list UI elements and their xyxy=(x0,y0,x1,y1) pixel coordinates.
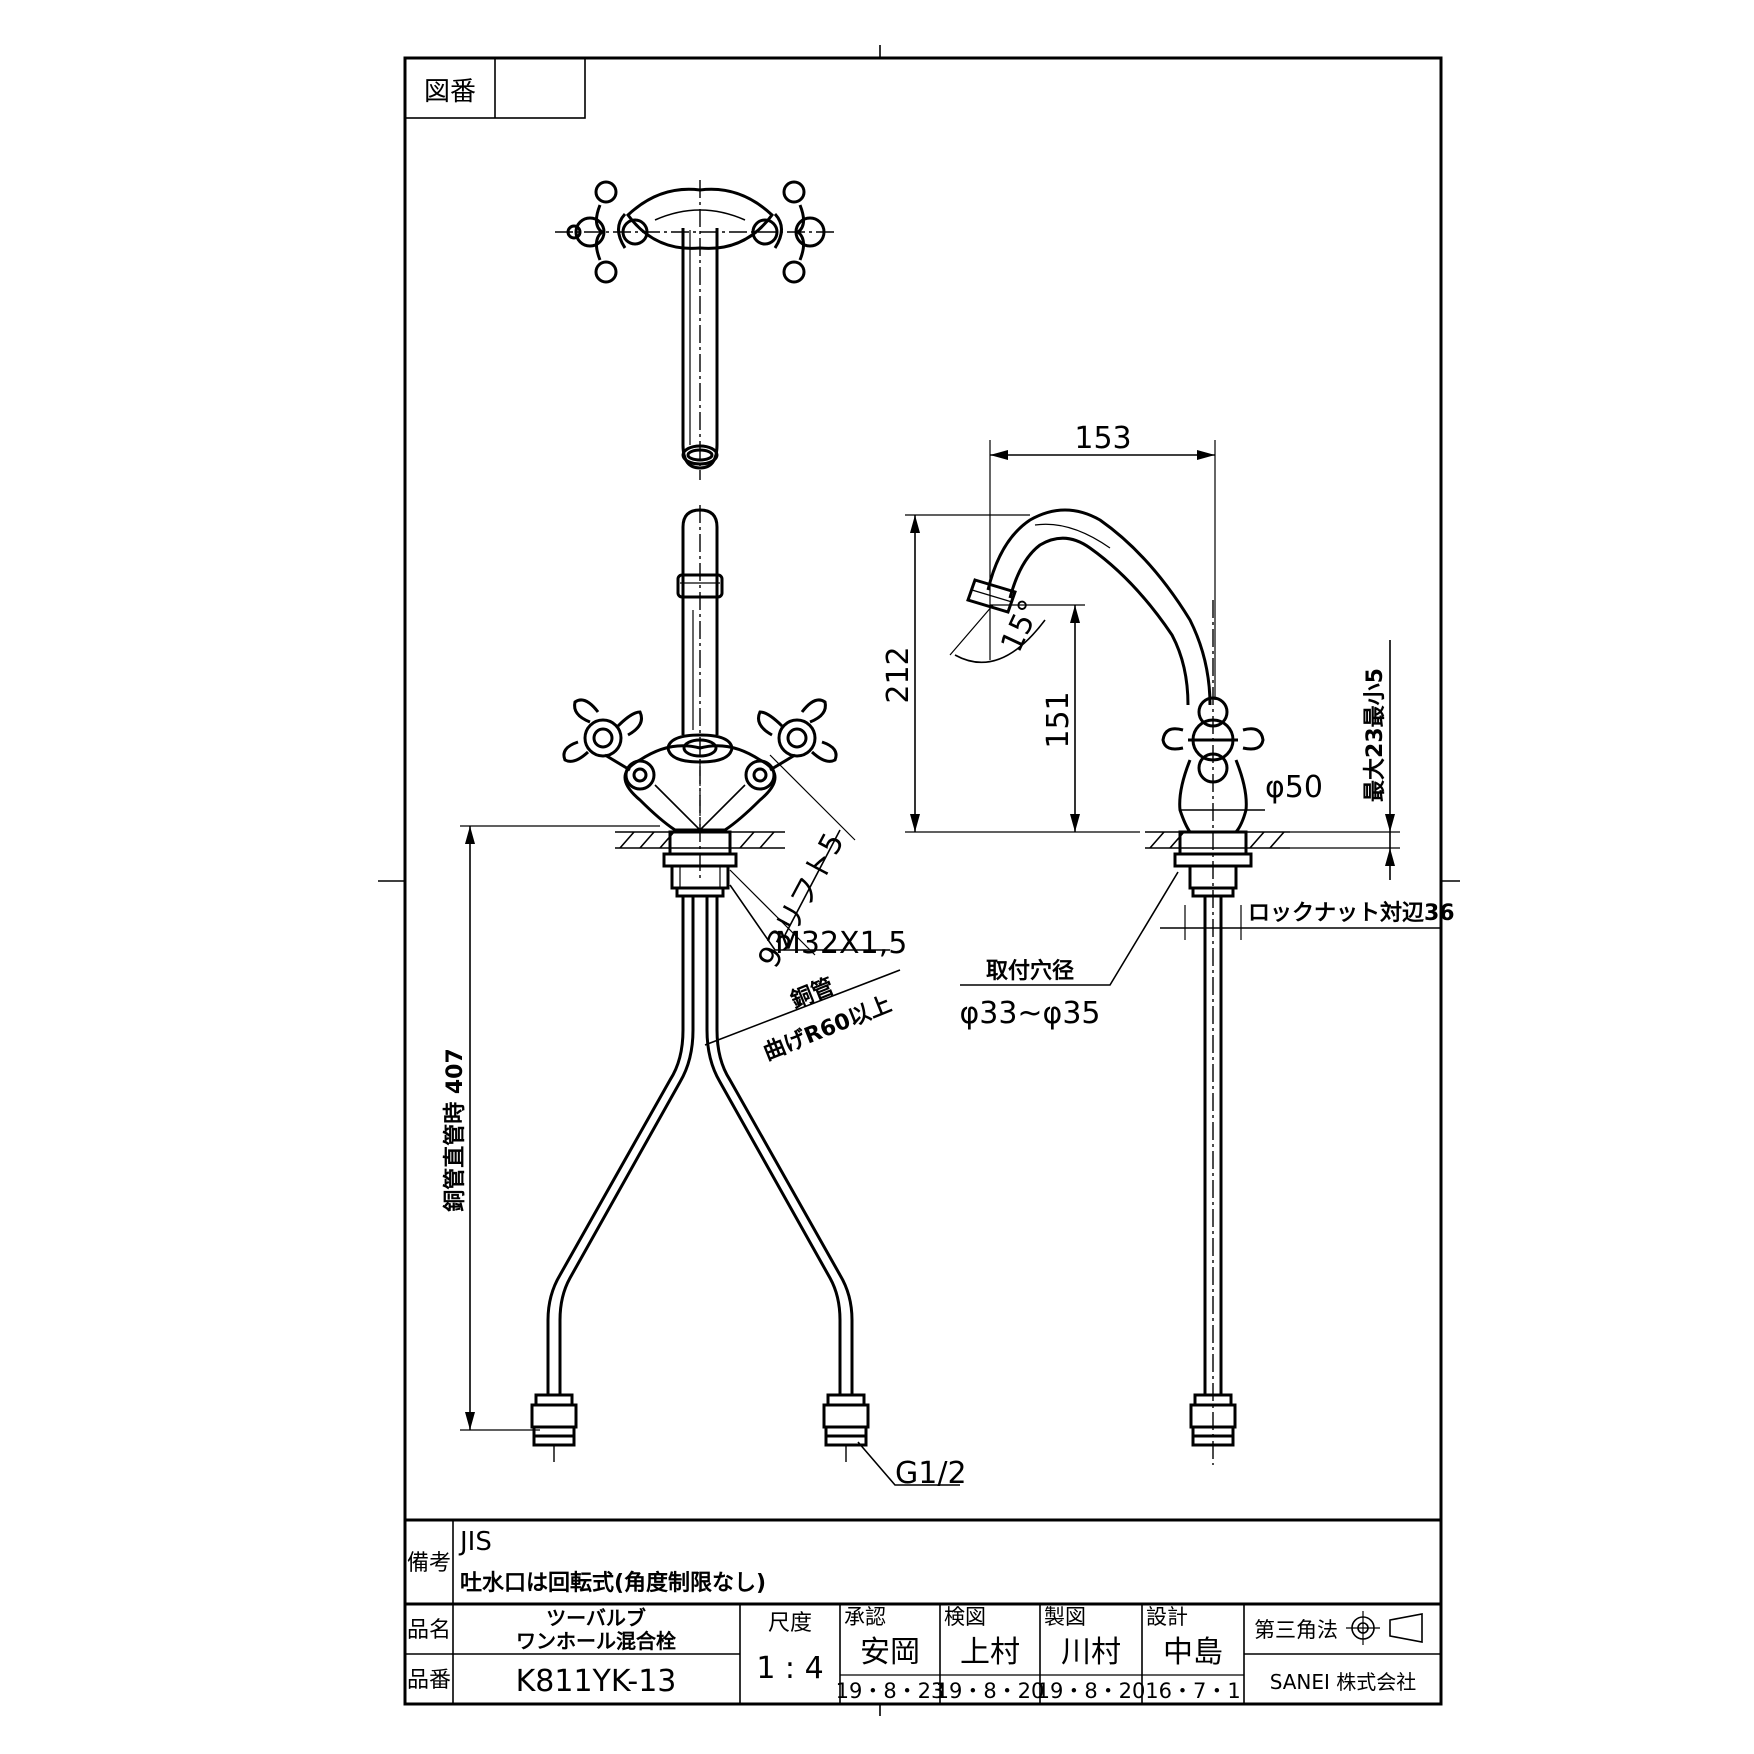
product-name-line-1: ツーバルブ xyxy=(546,1606,646,1630)
approved-label: 承認 xyxy=(844,1605,886,1629)
remarks-label: 備考 xyxy=(407,1551,451,1576)
checked-name: 上村 xyxy=(960,1635,1020,1670)
drawn-name: 川村 xyxy=(1061,1635,1121,1670)
locknut-dim: ロックナット対辺36 xyxy=(1248,901,1455,926)
drawing-number-label: 図番 xyxy=(424,77,476,107)
product-name-label: 品名 xyxy=(407,1618,451,1643)
connection-dim: G1/2 xyxy=(895,1456,967,1491)
company-name: SANEI 株式会社 xyxy=(1270,1670,1417,1694)
side-view-dimensions: 153 212 151 15° φ50 最大23最小5 ロックナット対辺36 取 xyxy=(881,421,1455,1031)
checked-date: 19・8・20 xyxy=(936,1679,1045,1703)
bend-radius-dim: 曲げR60以上 xyxy=(760,992,895,1066)
base-diameter-dim: φ50 xyxy=(1265,770,1323,805)
product-name-line-2: ワンホール混合栓 xyxy=(516,1629,676,1653)
drawn-date: 19・8・20 xyxy=(1037,1679,1146,1703)
part-number: K811YK-13 xyxy=(516,1664,677,1699)
outlet-height-dim: 151 xyxy=(1041,691,1076,748)
copper-pipe-label: 銅管 xyxy=(787,973,838,1014)
part-number-label: 品番 xyxy=(407,1668,451,1693)
drawn-label: 製図 xyxy=(1044,1605,1086,1629)
total-height-dim: 212 xyxy=(881,646,916,703)
checked-label: 検図 xyxy=(944,1605,986,1629)
designed-label: 設計 xyxy=(1146,1605,1188,1629)
remarks-block: 備考 JIS 吐水口は回転式(角度制限なし) xyxy=(405,1518,1441,1606)
title-block: 品名 ツーバルブ ワンホール混合栓 品番 K811YK-13 尺度 1 : 4 … xyxy=(405,1604,1441,1704)
drawing-number-box: 図番 xyxy=(404,57,586,119)
pipe-length-dim: 銅管直管時 407 xyxy=(442,1048,468,1212)
approved-name: 安岡 xyxy=(860,1635,920,1670)
remarks-line-1: JIS xyxy=(458,1527,492,1557)
spout-reach-dim: 153 xyxy=(1074,421,1131,456)
top-view xyxy=(555,180,835,480)
mounting-hole-label: 取付穴径 xyxy=(986,958,1074,984)
mounting-hole-dim: φ33~φ35 xyxy=(959,996,1100,1031)
thickness-dim: 最大23最小5 xyxy=(1363,668,1388,802)
scale-label: 尺度 xyxy=(768,1611,812,1636)
projection-label: 第三角法 xyxy=(1254,1618,1338,1642)
designed-name: 中島 xyxy=(1163,1635,1223,1670)
approved-date: 19・8・23 xyxy=(836,1679,945,1703)
side-view xyxy=(966,508,1290,1465)
spout-angle-dim: 15° xyxy=(994,594,1048,657)
third-angle-projection-icon xyxy=(1346,1611,1423,1645)
scale-value: 1 : 4 xyxy=(756,1651,823,1686)
designed-date: 16・7・1 xyxy=(1145,1679,1240,1703)
remarks-line-2: 吐水口は回転式(角度制限なし) xyxy=(460,1570,766,1596)
front-view xyxy=(530,505,870,1462)
thread-dim: M32X1,5 xyxy=(775,926,907,961)
drawing-frame xyxy=(378,45,1460,1716)
